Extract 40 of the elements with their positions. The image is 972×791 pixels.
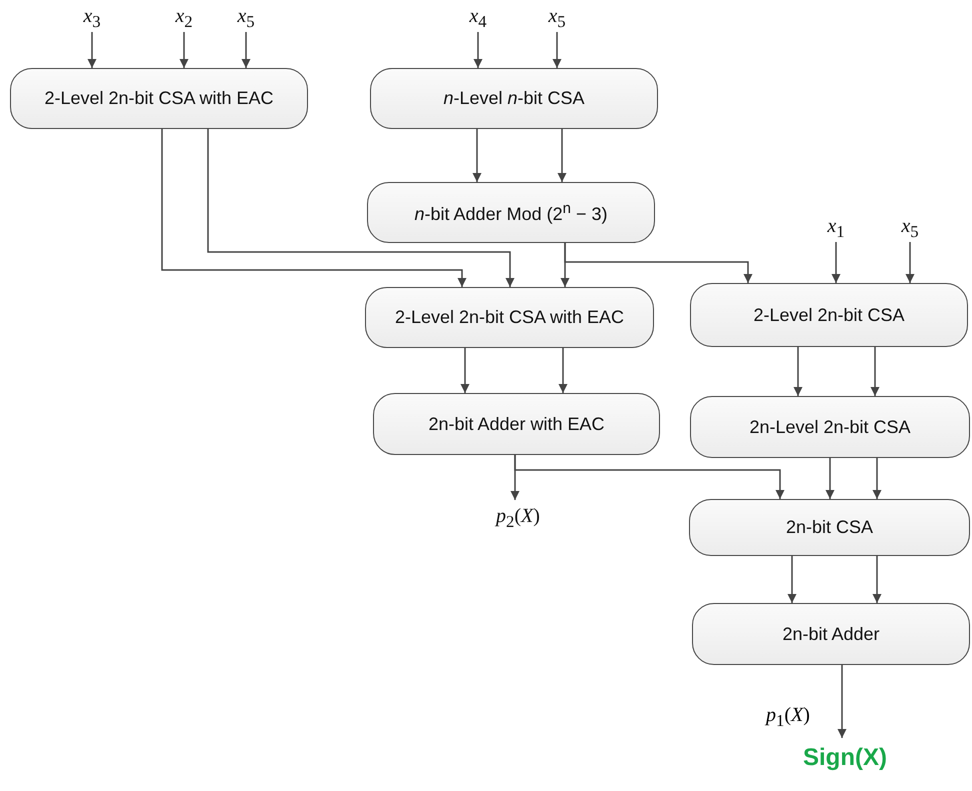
output-label: Sign(X): [785, 738, 905, 778]
process-box: 2n-bit CSA: [689, 499, 970, 556]
signal-label: x$_{5}$: [895, 214, 925, 242]
arrow: [242, 32, 250, 68]
arrow: [558, 348, 568, 393]
process-box: 2-Level 2n-bit CSA with EAC: [365, 287, 654, 348]
arrow: [161, 129, 466, 287]
process-box: 2n-bit Adder: [692, 603, 970, 665]
arrow: [460, 348, 470, 393]
signal-label: x$_{5}$: [542, 4, 572, 32]
arrow: [514, 455, 784, 499]
arrow: [472, 129, 482, 182]
signal-label: x$_{4}$: [463, 4, 493, 32]
arrow: [870, 347, 880, 396]
process-box: 2-Level 2n-bit CSA: [690, 283, 968, 347]
arrow: [788, 556, 796, 603]
arrow: [207, 129, 514, 287]
arrow: [872, 458, 882, 499]
arrow: [838, 665, 846, 738]
arrow: [474, 32, 482, 68]
arrow: [794, 347, 802, 396]
process-box: n-Level n-bit CSA: [370, 68, 658, 129]
signal-label: p$_{2}$(X): [478, 500, 558, 536]
arrow: [564, 243, 752, 283]
signal-label: x$_{1}$: [821, 214, 851, 242]
arrow: [88, 32, 96, 68]
signal-label: x$_{2}$: [169, 4, 199, 32]
process-box: 2n-Level 2n-bit CSA: [690, 396, 970, 458]
signal-label: x$_{5}$: [231, 4, 261, 32]
signal-label: x$_{3}$: [77, 4, 107, 32]
arrow: [826, 458, 834, 499]
process-box: 2n-bit Adder with EAC: [373, 393, 660, 455]
arrow: [180, 32, 188, 68]
arrow: [558, 129, 566, 182]
arrow: [872, 556, 882, 603]
process-box: n-bit Adder Mod (2$^{n}$ − 3): [367, 182, 655, 243]
arrow: [906, 242, 914, 283]
arrow: [832, 242, 840, 283]
process-box: 2-Level 2n-bit CSA with EAC: [10, 68, 308, 129]
arrow: [552, 32, 562, 68]
